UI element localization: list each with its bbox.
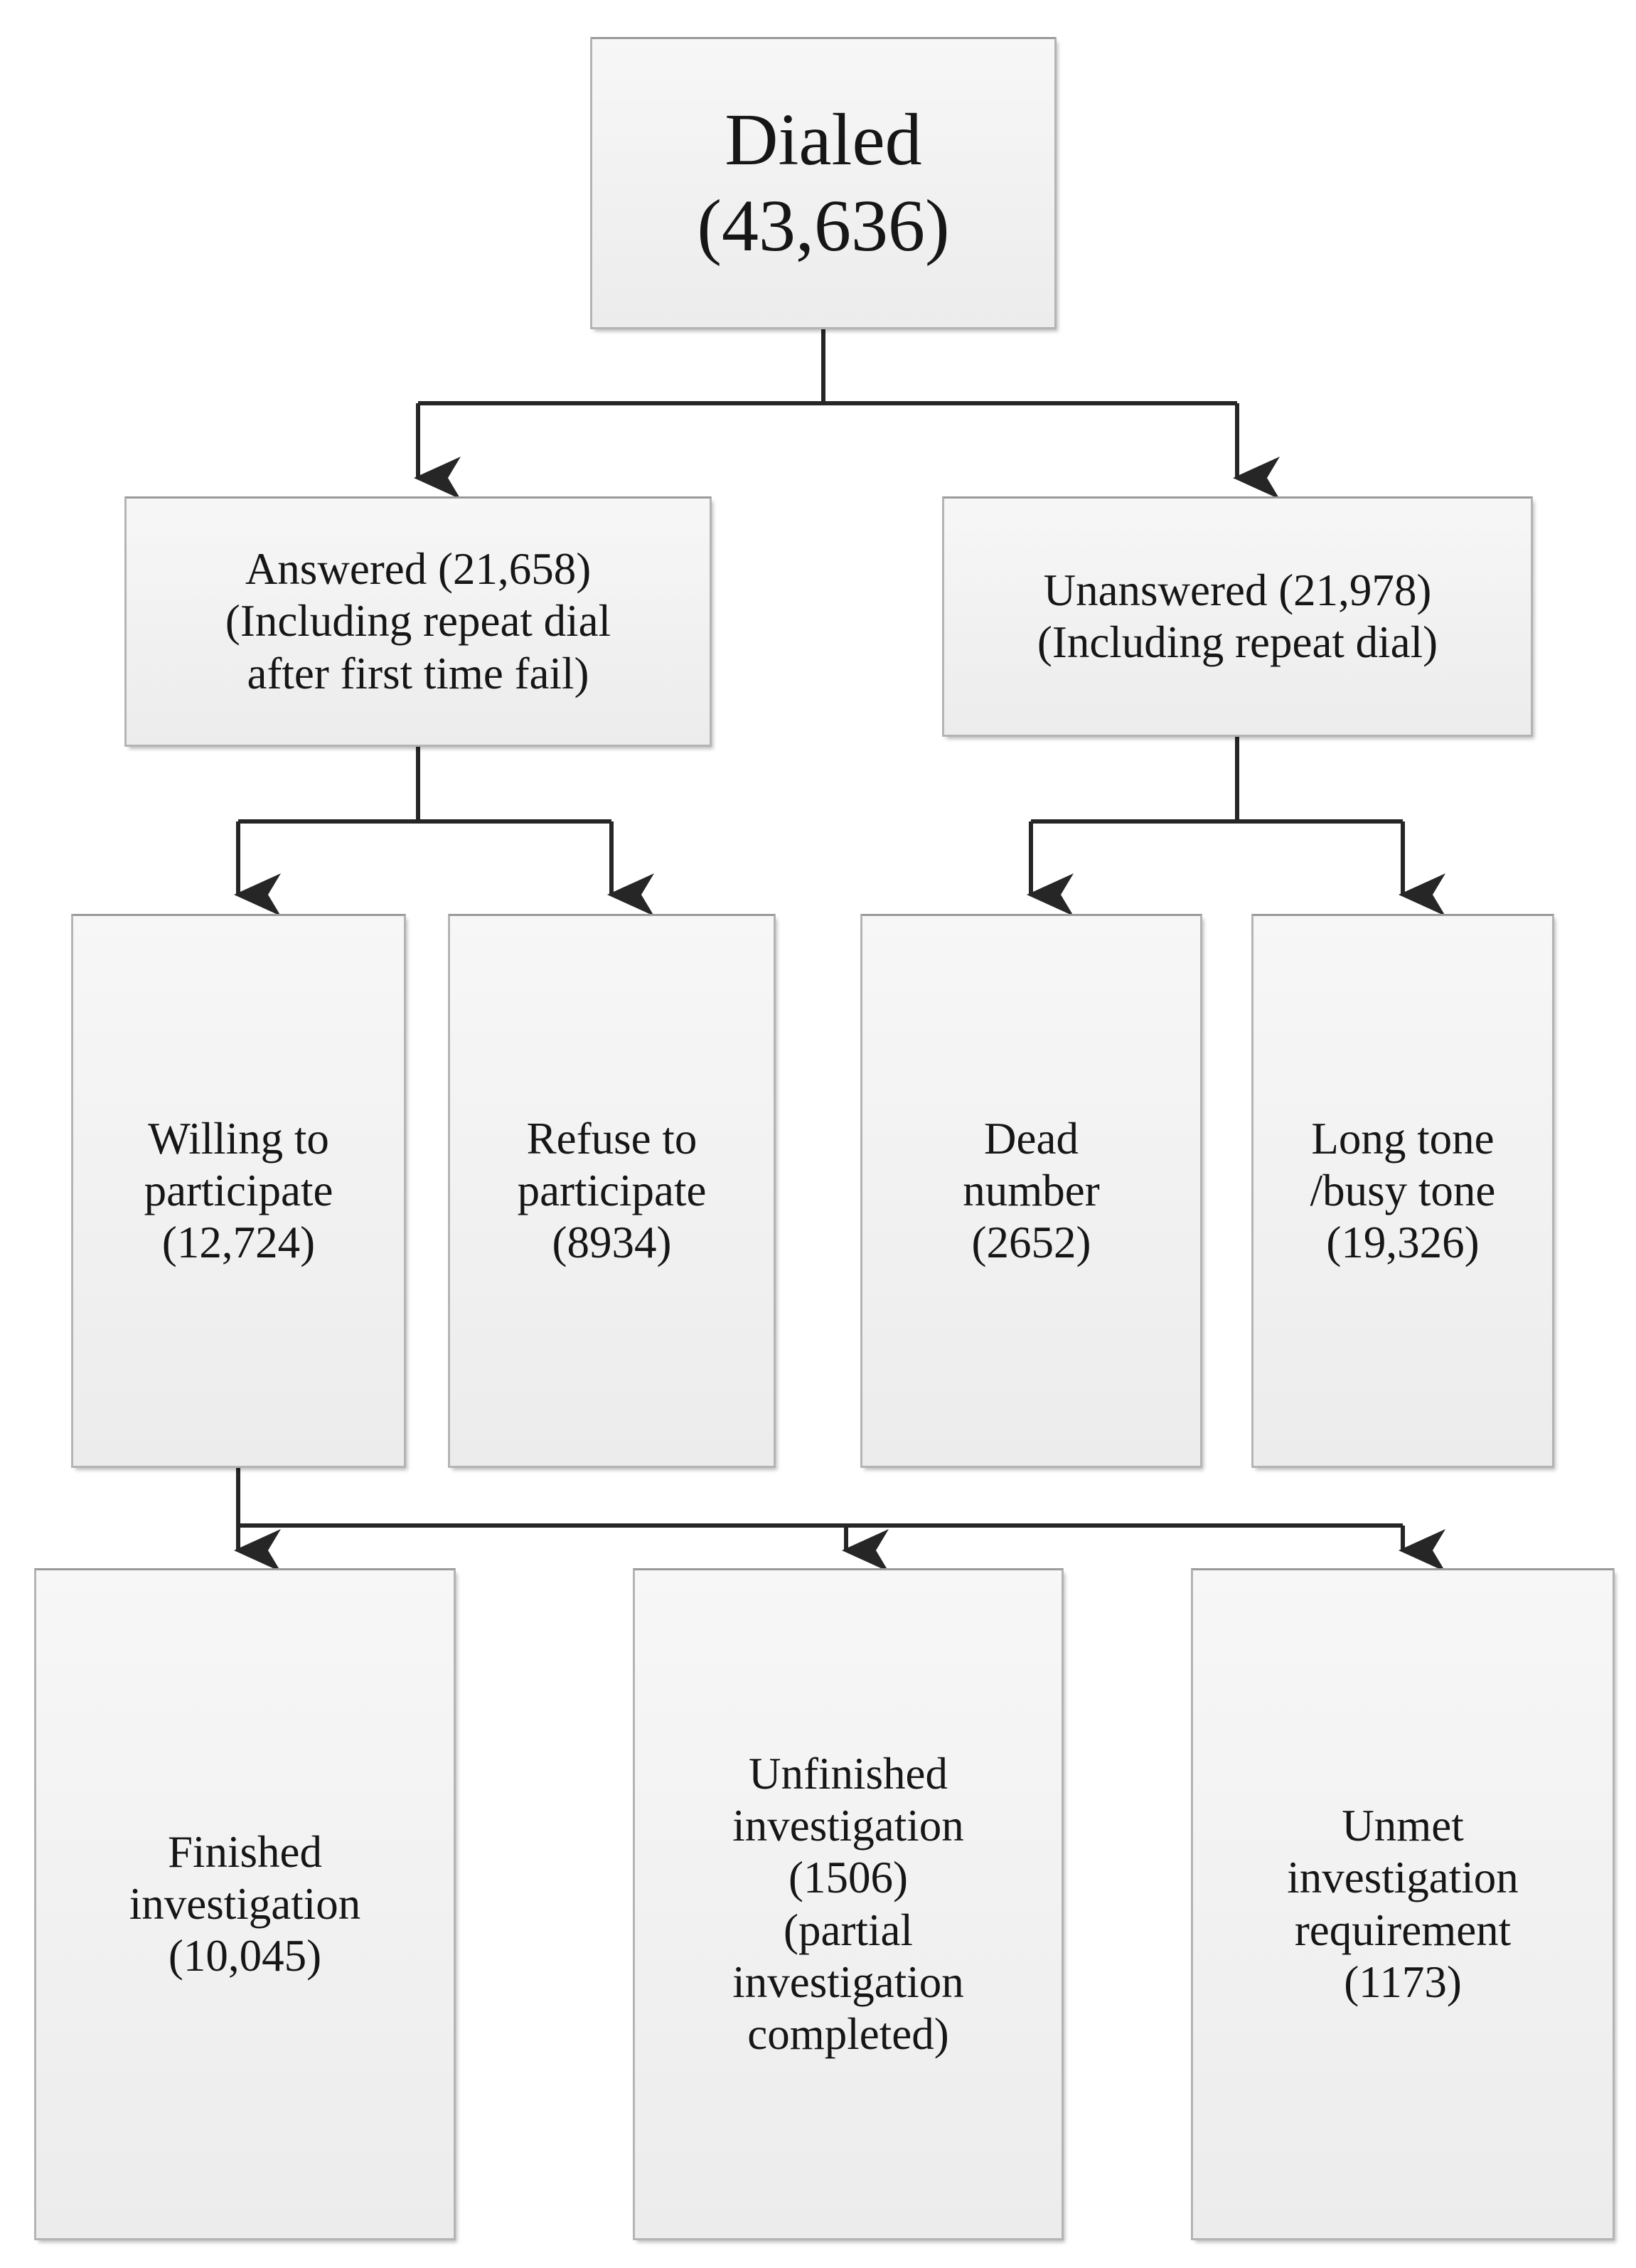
node-unmet-label: Unmet investigation requirement (1173) xyxy=(1287,1801,1519,2007)
node-refuse-label: Refuse to participate (8934) xyxy=(517,1113,707,1268)
node-dead-number[interactable]: Dead number (2652) xyxy=(860,914,1202,1468)
node-refuse-to-participate[interactable]: Refuse to participate (8934) xyxy=(448,914,776,1468)
node-unmet-investigation-requirement[interactable]: Unmet investigation requirement (1173) xyxy=(1191,1568,1615,2240)
node-unanswered[interactable]: Unanswered (21,978) (Including repeat di… xyxy=(942,496,1533,737)
node-dead-label: Dead number (2652) xyxy=(963,1113,1100,1268)
node-unfinished-investigation[interactable]: Unfinished investigation (1506) (partial… xyxy=(633,1568,1064,2240)
node-longtone-label: Long tone /busy tone (19,326) xyxy=(1310,1113,1496,1268)
node-answered[interactable]: Answered (21,658) (Including repeat dial… xyxy=(124,496,712,747)
node-dialed[interactable]: Dialed (43,636) xyxy=(590,37,1057,329)
node-dialed-label: Dialed (43,636) xyxy=(697,98,950,267)
node-answered-label: Answered (21,658) (Including repeat dial… xyxy=(225,544,611,698)
node-long-tone-busy-tone[interactable]: Long tone /busy tone (19,326) xyxy=(1251,914,1554,1468)
node-finished-investigation[interactable]: Finished investigation (10,045) xyxy=(34,1568,456,2240)
node-unanswered-label: Unanswered (21,978) (Including repeat di… xyxy=(1037,565,1438,667)
node-unfinished-label: Unfinished investigation (1506) (partial… xyxy=(732,1749,964,2059)
node-finished-label: Finished investigation (10,045) xyxy=(129,1826,361,1981)
node-willing-to-participate[interactable]: Willing to participate (12,724) xyxy=(71,914,406,1468)
node-willing-label: Willing to participate (12,724) xyxy=(144,1113,333,1268)
